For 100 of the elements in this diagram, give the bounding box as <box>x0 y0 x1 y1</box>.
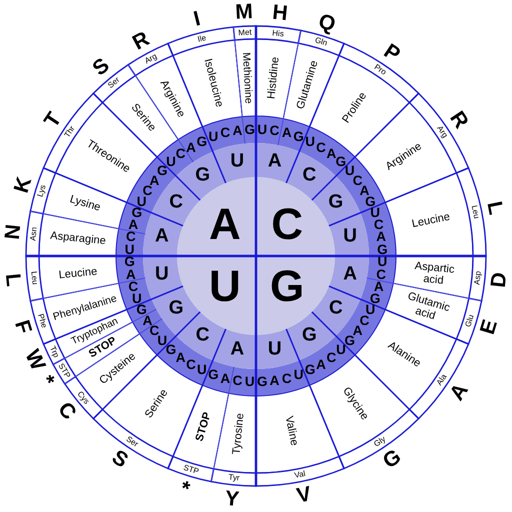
base-letter: A <box>208 200 241 250</box>
base-letter: G <box>336 155 346 170</box>
amino-acid-name: Valine <box>282 415 300 447</box>
amino-acid-name: Leucine <box>411 212 452 230</box>
base-letter: C <box>374 218 384 232</box>
base-letter: C <box>271 200 303 250</box>
amino-acid-name: Leucine <box>58 266 98 281</box>
base-letter: A <box>376 230 386 244</box>
base-letter: G <box>196 134 208 149</box>
stop-mark: * <box>36 372 58 390</box>
base-letter: G <box>166 342 176 357</box>
base-letter: U <box>268 340 282 361</box>
base-letter: A <box>220 372 230 386</box>
base-letter: G <box>370 292 380 306</box>
base-letter: A <box>154 226 169 248</box>
base-letter: A <box>126 267 136 282</box>
amino-acid-abbreviation: Glu <box>464 314 476 328</box>
base-letter: C <box>326 350 336 365</box>
base-letter: A <box>316 357 326 372</box>
stop-mark: * <box>178 478 192 501</box>
base-letter: G <box>328 192 344 214</box>
amino-acid-abbreviation: Asn <box>28 226 38 242</box>
base-letter: U <box>230 151 244 172</box>
base-letter: C <box>376 267 386 282</box>
amino-acid-abbreviation: Leu <box>470 205 480 220</box>
amino-acid-name: Tyrosine <box>231 412 246 455</box>
amino-acid-abbreviation: Arg <box>143 52 158 66</box>
base-letter: C <box>176 147 186 162</box>
amino-acid-abbreviation: His <box>272 29 284 38</box>
amino-acid-abbreviation: Thr <box>64 124 77 140</box>
amino-acid-name: Histidine <box>266 56 282 100</box>
amino-acid-abbreviation: Tyr <box>228 474 240 483</box>
base-letter: G <box>124 255 135 270</box>
amino-acid-abbreviation: Asp <box>474 270 484 286</box>
base-letter: A <box>326 147 336 162</box>
amino-acid-code: L <box>2 272 24 288</box>
amino-acid-code: W <box>22 346 50 374</box>
base-letter: A <box>282 126 292 140</box>
base-letter: A <box>374 280 384 294</box>
base-letter: C <box>328 298 343 320</box>
amino-acid-abbreviation: Leu <box>28 270 38 285</box>
stop-abbreviation: STP <box>56 362 72 380</box>
base-letter: U <box>157 334 168 348</box>
base-letter: A <box>176 350 186 365</box>
base-letter: C <box>128 280 138 294</box>
base-letter: C <box>282 372 292 386</box>
base-letter: G <box>168 298 184 320</box>
amino-acid-name: Asparagine <box>50 230 107 247</box>
base-letter: U <box>343 226 358 248</box>
base-letter: U <box>154 264 169 286</box>
amino-acid-name: Aspartic acid <box>412 260 455 288</box>
base-letter: U <box>294 368 304 382</box>
base-letter: G <box>270 262 304 312</box>
base-letter: U <box>132 292 142 306</box>
base-letter: U <box>124 242 135 257</box>
base-letter: A <box>232 124 242 138</box>
amino-acid-abbreviation: Trp <box>48 344 60 359</box>
base-letter: G <box>208 368 219 382</box>
base-letter: C <box>232 374 242 388</box>
amino-acid-abbreviation: Ala <box>435 373 448 388</box>
base-letter: G <box>377 242 388 257</box>
amino-acid-name: Lysine <box>68 194 102 214</box>
amino-acid-abbreviation: Gly <box>372 435 388 448</box>
amino-acid-code: N <box>2 224 24 241</box>
base-letter: U <box>208 262 241 312</box>
base-letter: U <box>344 164 355 178</box>
base-letter: U <box>377 255 388 270</box>
base-letter: U <box>257 122 268 137</box>
amino-acid-code: G <box>378 446 404 472</box>
base-letter: U <box>197 363 207 378</box>
base-letter: A <box>268 151 282 172</box>
base-letter: A <box>230 340 244 361</box>
amino-acid-code: I <box>191 8 202 30</box>
base-letter: G <box>302 325 317 346</box>
base-letter: U <box>370 206 380 220</box>
base-letter: C <box>196 325 210 346</box>
base-letter: G <box>293 130 304 144</box>
amino-acid-code: K <box>10 174 35 196</box>
base-letter: G <box>256 375 268 390</box>
base-letter: C <box>352 174 362 188</box>
amino-acid-code: A <box>446 379 472 404</box>
amino-acid-code: D <box>488 271 510 288</box>
amino-acid-code: P <box>380 40 404 66</box>
amino-acid-abbreviation: Phe <box>36 312 48 329</box>
base-letter: G <box>195 166 210 187</box>
amino-acid-code: T <box>40 109 66 132</box>
base-letter: G <box>304 363 316 378</box>
amino-acid-name: Isoleucine <box>201 57 224 108</box>
amino-acid-code: Q <box>316 10 338 35</box>
amino-acid-code: S <box>108 446 132 472</box>
amino-acid-code: Y <box>224 488 240 510</box>
amino-acid-abbreviation: Ser <box>124 435 140 449</box>
base-letter: C <box>150 324 160 338</box>
base-letter: U <box>336 342 346 357</box>
amino-acid-abbreviation: Pro <box>372 63 388 77</box>
amino-acid-abbreviation: Ile <box>196 34 207 44</box>
base-letter: G <box>157 164 168 178</box>
amino-acid-name: Methionine <box>240 52 254 104</box>
base-letter: A <box>352 324 362 338</box>
stop-abbreviation: STP <box>182 464 200 476</box>
